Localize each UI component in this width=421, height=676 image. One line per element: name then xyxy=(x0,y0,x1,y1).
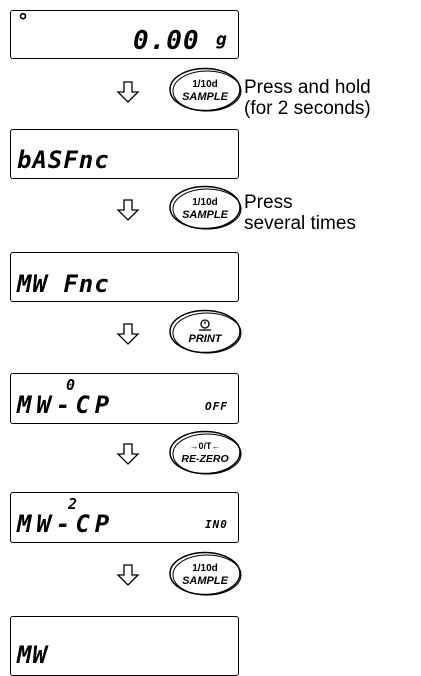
down-arrow-icon xyxy=(116,199,140,221)
key-top-label: →0/T← xyxy=(189,441,220,451)
key-top-label: 1/10d xyxy=(192,563,218,574)
instruction-press-several: Press several times xyxy=(244,192,356,234)
down-arrow-icon xyxy=(116,81,140,103)
key-top-label: 1/10d xyxy=(192,79,218,90)
unit-label: g xyxy=(216,29,228,50)
display-text: MW-CP xyxy=(17,510,115,538)
key-shape: →0/T← RE-ZERO xyxy=(169,430,242,475)
key-bottom-label: SAMPLE xyxy=(182,209,229,221)
key-bottom-label: SAMPLE xyxy=(182,575,229,587)
sample-key[interactable]: 1/10d SAMPLE xyxy=(168,185,242,235)
key-shape: 1/10d SAMPLE xyxy=(169,551,242,596)
instruction-press-hold: Press and hold (for 2 seconds) xyxy=(244,77,371,119)
key-bottom-label: SAMPLE xyxy=(182,91,229,103)
display-text: bASFnc xyxy=(17,146,110,174)
display-text: MW Fnc xyxy=(17,270,110,298)
display-setting: IN0 xyxy=(205,518,228,531)
display-mw-cp-in0: 2 MW-CP IN0 xyxy=(10,492,239,543)
key-top-label: 1/10d xyxy=(192,197,218,208)
down-arrow-icon xyxy=(116,443,140,465)
key-shape: 1/10d SAMPLE xyxy=(169,67,242,112)
down-arrow-icon xyxy=(116,564,140,586)
key-bottom-label: RE-ZERO xyxy=(181,453,228,465)
display-mw: MW xyxy=(10,616,239,676)
display-mw-fnc: MW Fnc xyxy=(10,252,239,302)
sample-key[interactable]: 1/10d SAMPLE xyxy=(168,67,242,117)
weight-value: 0.00 xyxy=(133,26,200,56)
display-text: MW xyxy=(17,641,48,669)
display-mw-cp-off: 0 MW-CP OFF xyxy=(10,373,239,424)
display-setting: OFF xyxy=(205,400,228,413)
sample-key[interactable]: 1/10d SAMPLE xyxy=(168,551,242,601)
stability-mark: ° xyxy=(17,9,31,33)
down-arrow-icon xyxy=(116,323,140,345)
key-bottom-label: PRINT xyxy=(189,333,223,345)
print-icon xyxy=(199,319,211,331)
key-shape: PRINT xyxy=(169,309,242,354)
re-zero-key[interactable]: →0/T← RE-ZERO xyxy=(168,430,242,480)
display-weighing: ° 0.00 g xyxy=(10,9,239,59)
print-key[interactable]: PRINT xyxy=(168,309,242,359)
display-basfnc: bASFnc xyxy=(10,129,239,179)
key-shape: 1/10d SAMPLE xyxy=(169,185,242,230)
display-text: MW-CP xyxy=(17,391,115,419)
top-digit: 2 xyxy=(68,495,79,513)
top-digit: 0 xyxy=(66,376,77,394)
